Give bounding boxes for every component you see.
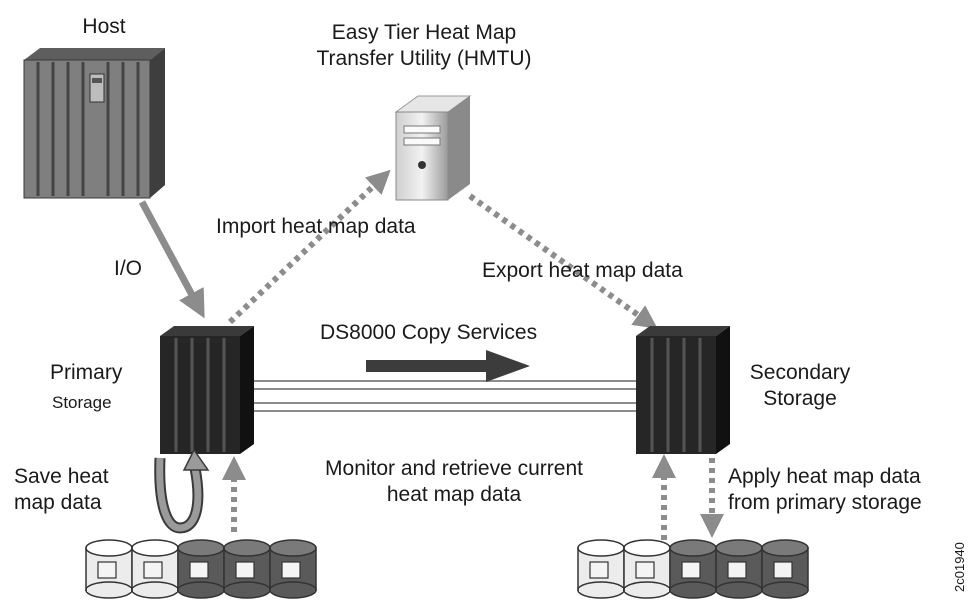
save-label-line2: map data [14,491,102,514]
export-label: Export heat map data [482,259,683,282]
import-label: Import heat map data [216,215,416,238]
replication-link [254,380,636,412]
secondary-label-line2: Storage [763,387,837,410]
disk-icon [177,539,225,599]
save-loop-arrow [154,448,210,534]
primary-label-line2: Storage [52,393,112,412]
export-arrow [468,193,658,329]
primary-disk-array [85,539,317,599]
secondary-storage-icon [636,326,730,454]
hmtu-label-line1: Easy Tier Heat Map [331,21,517,44]
disk-icon [131,539,179,599]
hmtu-server-icon [394,95,472,201]
io-label: I/O [114,257,143,280]
host-label: Host [82,15,126,38]
hmtu-label-line2: Transfer Utility (HMTU) [316,47,532,70]
monitor-label-line2: heat map data [386,483,522,506]
secondary-disk-array [577,539,809,599]
disk-icon [715,539,763,599]
copy-services-label: DS8000 Copy Services [320,321,538,344]
save-label-line1: Save heat [14,465,109,488]
apply-label-line2: from primary storage [728,491,922,514]
secondary-label-line1: Secondary [749,361,851,384]
disk-icon [223,539,271,599]
copy-services-arrow [366,350,530,382]
host-mainframe-icon [23,48,165,199]
apply-label-line1: Apply heat map data [728,465,921,488]
io-arrow [138,200,205,319]
import-arrow [227,169,391,325]
disk-icon [269,539,317,599]
disk-icon [85,539,133,599]
disk-icon [669,539,717,599]
figure-id: 2c01940 [952,542,967,592]
disk-icon [577,539,625,599]
disk-icon [761,539,809,599]
disk-icon [623,539,671,599]
monitor-label-line1: Monitor and retrieve current [325,457,583,480]
primary-storage-icon [160,326,254,454]
primary-label-line1: Primary [50,361,123,384]
